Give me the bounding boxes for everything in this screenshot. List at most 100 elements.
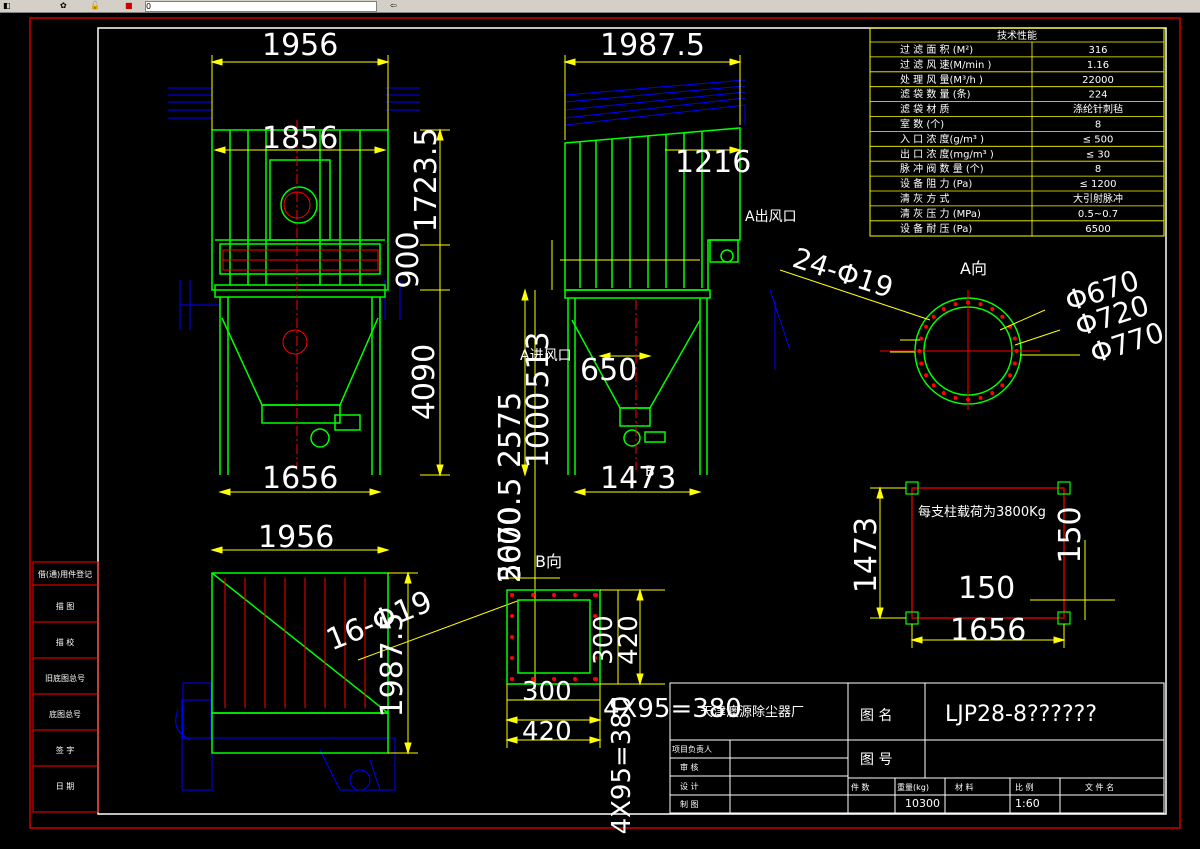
register-row: 签 字 [56, 745, 75, 755]
spec-value: ≤ 30 [1086, 149, 1110, 160]
bolt-hole [978, 395, 983, 400]
front-view: 1956 1856 1656 1723.5 900 4090 [168, 28, 450, 791]
spec-value: ≤ 500 [1083, 134, 1114, 145]
bolt-hole [953, 395, 958, 400]
b-view-marker: B [645, 464, 655, 480]
freeze-icon[interactable]: ✿ [60, 1, 67, 10]
spec-param: 过 滤 面 积 (M²) [900, 43, 973, 56]
front-top-width: 1956 [262, 28, 338, 63]
register-row: 底图总号 [49, 709, 81, 719]
front-height-a: 1723.5 [409, 128, 444, 233]
spec-param: 清 灰 压 力 (MPa) [900, 207, 981, 220]
spec-value: 大引射脉冲 [1073, 192, 1123, 205]
side-left-b: 2575 [493, 392, 528, 468]
bolt-hole [552, 677, 556, 681]
number-label: 图 号 [860, 752, 892, 768]
review-label: 审 核 [680, 762, 699, 772]
bolt-hole [593, 656, 597, 660]
top-view: 1956 1987.5 16-Φ19 [175, 520, 521, 791]
bolt-hole [1008, 373, 1013, 378]
title-col: 文 件 名 [1085, 782, 1114, 792]
spec-param: 清 灰 方 式 [900, 192, 950, 205]
title-col: 材 料 [955, 782, 974, 792]
flange-a-holes: 24-Φ19 [789, 241, 898, 304]
side-outlet-dim: 1216 [675, 145, 751, 180]
spec-value: 22000 [1082, 75, 1114, 86]
layer-toolbar: ◧ ✿ 🔓 ■ 0 ⇦ [0, 0, 1200, 13]
spec-param: 脉 冲 阀 数 量 (个) [900, 162, 984, 175]
bolt-hole [1012, 336, 1017, 341]
flange-b-dim-300: 300 [522, 677, 572, 707]
flange-b-dim-420-v: 420 [614, 615, 644, 665]
drawing-name: LJP28-8?????? [945, 702, 1097, 727]
title-col: 件 数 [851, 782, 870, 792]
bolt-hole [593, 677, 597, 681]
bolt-hole [510, 677, 514, 681]
bolt-hole [593, 635, 597, 639]
bolt-hole [923, 373, 928, 378]
title-block: 天津澳源除尘器厂 图 名 LJP28-8?????? 图 号 项目负责人 审 核… [669, 682, 1165, 814]
bolt-hole [510, 635, 514, 639]
foundation-note: 每支柱载荷为3800Kg [918, 504, 1046, 520]
spec-value: 316 [1088, 45, 1107, 56]
design-label: 设 计 [680, 781, 699, 791]
bolt-hole [1012, 361, 1017, 366]
bolt-hole [919, 361, 924, 366]
layer-icon[interactable]: ◧ [3, 1, 11, 10]
foundation-plate-h: 150 [958, 571, 1015, 606]
spec-param: 设 备 阻 力 (Pa) [900, 177, 972, 190]
register-row: 旧底图总号 [45, 673, 85, 683]
side-top-width: 1987.5 [600, 28, 705, 63]
outlet-label: A出风口 [745, 209, 797, 225]
flange-b-pitch-v: 4X95=380 [607, 696, 637, 835]
drawing-canvas[interactable]: 借(通)用件登记 描 图 描 校 旧底图总号 底图总号 签 字 日 期 技术性能… [0, 12, 1200, 849]
flange-b-title: B向 [535, 552, 562, 571]
register-row: 描 图 [56, 601, 75, 611]
bolt-hole [923, 324, 928, 329]
bolt-hole [990, 391, 995, 396]
spec-table-title: 技术性能 [997, 29, 1037, 42]
top-depth: 1987.5 [375, 613, 410, 718]
spec-value: 8 [1095, 164, 1101, 175]
bolt-hole [510, 614, 514, 618]
draft-label: 制 图 [680, 799, 699, 809]
flange-b-view: B向 300 420 300 420 4X95=380 4X95=380 [505, 552, 742, 835]
spec-value: 224 [1088, 90, 1107, 101]
spec-param: 入 口 浓 度(g/m³ ) [900, 132, 984, 145]
bolt-hole [953, 302, 958, 307]
bolt-hole [552, 593, 556, 597]
layer-dropdown[interactable]: 0 [145, 1, 377, 12]
spec-value: 8 [1095, 120, 1101, 131]
lock-icon[interactable]: 🔓 [90, 1, 100, 10]
flange-a-view: A向 24-Φ19 Φ670 Φ720 Φ770 [779, 241, 1168, 410]
flange-b-dim-300-v: 300 [589, 615, 619, 665]
spec-param: 滤 袋 材 质 [900, 103, 950, 116]
bolt-hole [1000, 314, 1005, 319]
sheet-border [29, 17, 1181, 829]
foundation-depth: 1473 [849, 517, 884, 593]
bolt-hole [531, 593, 535, 597]
spec-param: 过 滤 风 速(M/min ) [900, 58, 991, 71]
layer-previous-icon[interactable]: ⇦ [390, 1, 397, 10]
scale-value: 1:60 [1015, 797, 1040, 810]
bolt-hole [573, 677, 577, 681]
color-icon[interactable]: ■ [125, 1, 133, 10]
front-bottom-width: 1656 [262, 461, 338, 496]
company-name: 天津澳源除尘器厂 [700, 704, 804, 720]
top-width: 1956 [258, 520, 334, 555]
front-height-c: 4090 [407, 344, 442, 420]
title-col: 比 例 [1015, 782, 1034, 792]
side-left-d: 2600 [493, 507, 528, 583]
spec-value: ≤ 1200 [1079, 179, 1116, 190]
spec-value: 涤纶针刺毡 [1073, 103, 1123, 116]
bolt-hole [510, 656, 514, 660]
side-bottom-width: 1473 [600, 461, 676, 496]
inlet-label: A进风口 [520, 348, 572, 364]
bolt-hole [990, 306, 995, 311]
register-labels: 借(通)用件登记 描 图 描 校 旧底图总号 底图总号 签 字 日 期 [38, 569, 92, 791]
bolt-hole [594, 593, 598, 597]
bolt-hole [941, 391, 946, 396]
drawing-frame [97, 27, 1167, 815]
flange-b-pitch-h: 4X95=380 [603, 694, 742, 724]
